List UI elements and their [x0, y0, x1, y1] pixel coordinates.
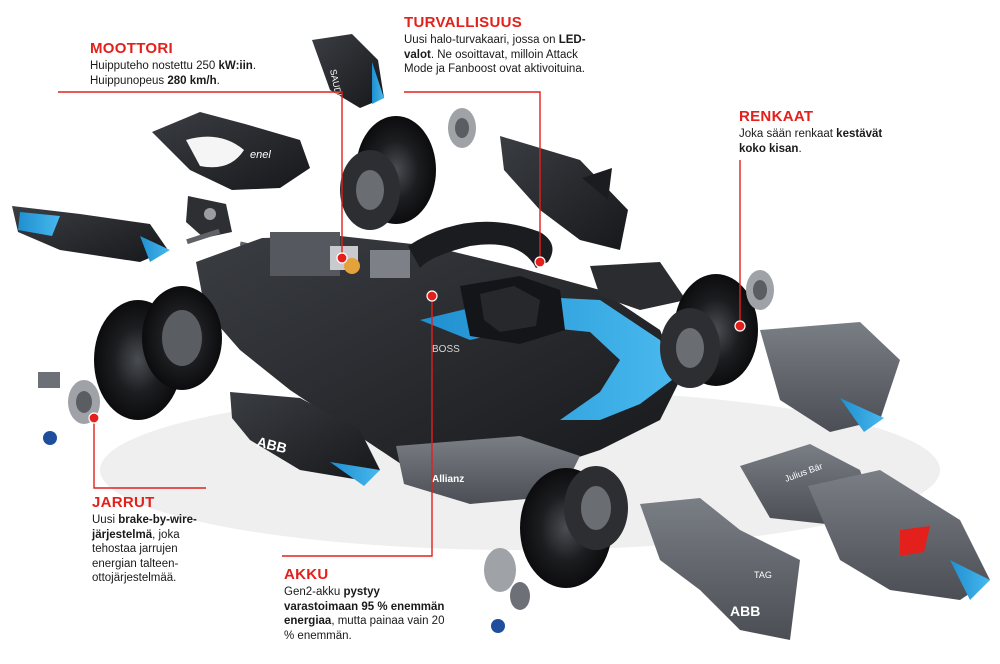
- leader-jarrut: [88, 412, 206, 489]
- side-pod-abb-text: ABB: [255, 433, 288, 456]
- callout-moottori-title: MOOTTORI: [90, 40, 173, 57]
- callout-turvallisuus-title: TURVALLISUUS: [404, 14, 523, 31]
- wheel-front-left: [520, 466, 628, 588]
- wheel-rear-left: [94, 286, 222, 420]
- callout-jarrut-title: JARRUT: [92, 494, 155, 511]
- brake-front-right: [746, 270, 774, 310]
- left-side-pod: ABB: [230, 392, 380, 486]
- wheel-rear-right: [340, 116, 436, 230]
- callout-akku-title: AKKU: [284, 566, 329, 583]
- rear-wing-endplate: SAUDIA: [312, 34, 384, 108]
- callout-renkaat-text: Joka sään renkaat kestävät koko kisan.: [739, 128, 883, 155]
- front-wing: ABB TAG: [640, 498, 800, 640]
- callout-renkaat-title: RENKAAT: [739, 108, 814, 125]
- front-wing-abb-text: ABB: [730, 603, 760, 619]
- wheel-front-right: [660, 274, 758, 388]
- callout-akku-text: Gen2-akku pystyy varastoimaan 95 % enemm…: [284, 586, 445, 642]
- leader-renkaat: [734, 160, 746, 332]
- rear-wing-upper: enel: [152, 112, 310, 190]
- rear-wing-enel-text: enel: [250, 149, 271, 161]
- callout-moottori: MOOTTORI Huipputeho nostettu 250 kW:iin.…: [90, 40, 290, 88]
- callout-akku: AKKU Gen2-akku pystyy varastoimaan 95 % …: [284, 566, 450, 643]
- floor-allianz-text: Allianz: [432, 474, 464, 485]
- rear-wing-lower: [12, 206, 170, 262]
- chassis-boss-text: BOSS: [432, 344, 460, 355]
- callout-moottori-text: Huipputeho nostettu 250 kW:iin. Huippuno…: [90, 60, 257, 87]
- brake-front-left: [484, 548, 530, 633]
- callout-jarrut-text: Uusi brake-by-wire-järjestelmä, joka teh…: [92, 514, 197, 584]
- leader-moottori: [58, 91, 348, 264]
- leader-turvallisuus: [404, 91, 546, 268]
- front-wing-tag-text: TAG: [754, 570, 772, 580]
- brake-rear-left: [38, 372, 100, 445]
- leader-akku: [282, 290, 438, 557]
- callout-turvallisuus-text: Uusi halo-turvakaari, jossa on LED-valot…: [404, 34, 586, 75]
- right-side-panels: Julius Bär: [500, 136, 900, 524]
- brake-rear-right: [448, 108, 476, 148]
- callout-turvallisuus: TURVALLISUUS Uusi halo-turvakaari, jossa…: [404, 14, 590, 77]
- callout-renkaat: RENKAAT Joka sään renkaat kestävät koko …: [739, 108, 905, 156]
- chassis: BOSS: [196, 221, 680, 480]
- front-nose: [808, 470, 990, 600]
- callout-jarrut: JARRUT Uusi brake-by-wire-järjestelmä, j…: [92, 494, 200, 586]
